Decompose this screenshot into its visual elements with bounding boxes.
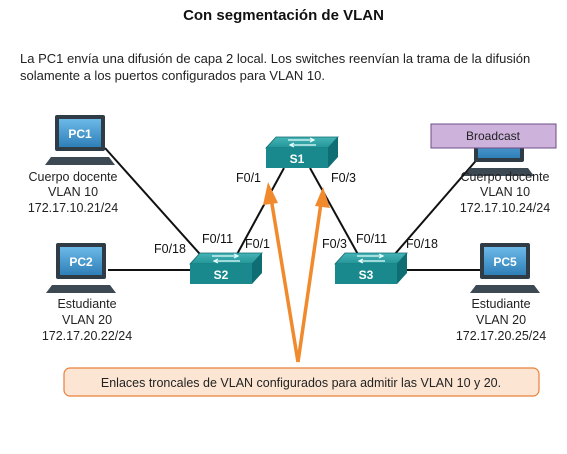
switch-s2-side bbox=[252, 253, 262, 284]
callout-box bbox=[63, 367, 540, 397]
switch-s1-front bbox=[266, 148, 328, 168]
link-s2-s1 bbox=[234, 167, 285, 259]
switch-s1-label: S1 bbox=[290, 152, 305, 166]
pc5-base bbox=[470, 285, 540, 293]
pc5[interactable]: PC5 bbox=[470, 243, 540, 293]
switch-s1-top bbox=[265, 136, 339, 149]
pc2-role: Estudiante bbox=[57, 297, 116, 311]
switch-s3[interactable]: S3 bbox=[334, 252, 408, 284]
port-s3-f018: F0/18 bbox=[406, 237, 438, 251]
link-s1-s3 bbox=[309, 167, 361, 259]
switch-s3-side bbox=[397, 253, 407, 284]
switch-s2-arrows-icon bbox=[212, 253, 240, 264]
switch-s2[interactable]: S2 bbox=[189, 252, 263, 284]
trunk-arrowhead-right bbox=[315, 187, 330, 208]
switch-s2-front bbox=[190, 264, 252, 284]
switch-s3-top bbox=[334, 252, 408, 265]
switch-s1-arrows-icon bbox=[288, 137, 316, 148]
pc1-role: Cuerpo docente bbox=[29, 170, 118, 184]
port-s3-f03: F0/3 bbox=[322, 237, 347, 251]
switch-s2-top bbox=[189, 252, 263, 265]
pc1-label: PC1 bbox=[68, 127, 92, 141]
port-s3-f011: F0/11 bbox=[356, 232, 387, 246]
pc2-label: PC2 bbox=[69, 255, 93, 269]
pc5-vlan: VLAN 20 bbox=[476, 313, 526, 327]
switch-s3-front bbox=[335, 264, 397, 284]
broadcast-label: Broadcast bbox=[466, 129, 521, 143]
port-labels: F0/1 F0/3 F0/18 F0/11 F0/1 F0/3 F0/11 F0… bbox=[154, 171, 438, 256]
callout: Enlaces troncales de VLAN configurados p… bbox=[63, 367, 540, 397]
pc2-screen bbox=[60, 247, 102, 275]
switch-s3-arrows-icon bbox=[357, 253, 385, 264]
pc-captions: Cuerpo docente VLAN 10 172.17.10.21/24 E… bbox=[28, 170, 550, 343]
switch-s1[interactable]: S1 bbox=[265, 136, 339, 168]
pc1[interactable]: PC1 bbox=[45, 115, 115, 165]
pc2-base bbox=[46, 285, 116, 293]
pc5-screen bbox=[484, 247, 526, 275]
links bbox=[104, 147, 488, 271]
pc4-vlan: VLAN 10 bbox=[480, 185, 530, 199]
link-pc4-s3 bbox=[387, 147, 488, 263]
pc5-role: Estudiante bbox=[471, 297, 530, 311]
pc1-ip: 172.17.10.21/24 bbox=[28, 201, 118, 215]
pc5-label: PC5 bbox=[493, 255, 517, 269]
pc1-vlan: VLAN 10 bbox=[48, 185, 98, 199]
pc4-role: Cuerpo docente bbox=[461, 170, 550, 184]
port-s2-f018: F0/18 bbox=[154, 242, 186, 256]
callout-text: Enlaces troncales de VLAN configurados p… bbox=[101, 376, 501, 390]
page-title: Con segmentación de VLAN bbox=[183, 7, 384, 24]
switch-s1-side bbox=[328, 137, 338, 168]
description-text: La PC1 envía una difusión de capa 2 loca… bbox=[20, 51, 531, 83]
pc4-ip: 172.17.10.24/24 bbox=[460, 201, 550, 215]
broadcast-box bbox=[430, 123, 557, 149]
switch-s2-label: S2 bbox=[214, 268, 229, 282]
link-pc1-s2 bbox=[104, 147, 208, 263]
trunk-arrow-left bbox=[269, 197, 300, 363]
trunk-arrowhead-left bbox=[263, 182, 278, 205]
pc2[interactable]: PC2 bbox=[46, 243, 116, 293]
pc1-base bbox=[45, 157, 115, 165]
port-s1-f03: F0/3 bbox=[331, 171, 356, 185]
pc2-ip: 172.17.20.22/24 bbox=[42, 329, 132, 343]
pc1-screen bbox=[59, 119, 101, 147]
pc5-ip: 172.17.20.25/24 bbox=[456, 329, 546, 343]
trunk-arrows bbox=[263, 182, 330, 363]
port-s2-f01: F0/1 bbox=[245, 237, 270, 251]
pc2-vlan: VLAN 20 bbox=[62, 313, 112, 327]
port-s2-f011: F0/11 bbox=[202, 232, 233, 246]
trunk-arrow-right bbox=[296, 202, 323, 363]
port-s1-f01: F0/1 bbox=[236, 171, 261, 185]
pc4-base bbox=[464, 168, 534, 176]
broadcast-tag: Broadcast bbox=[430, 123, 557, 149]
switch-s3-label: S3 bbox=[359, 268, 374, 282]
